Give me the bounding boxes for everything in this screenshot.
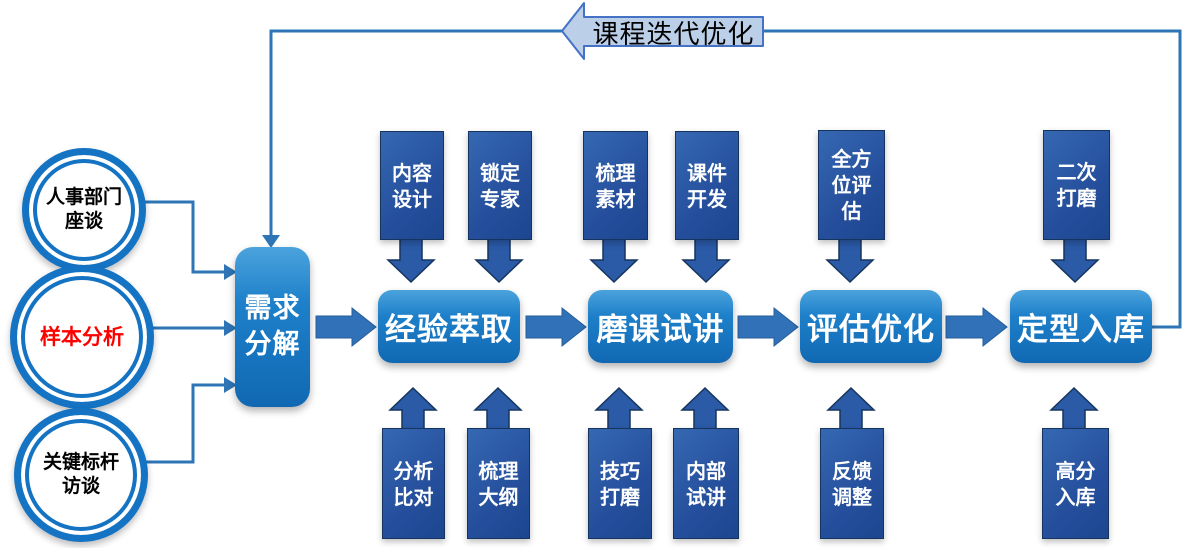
down-flow-arrow-organize-materials-icon xyxy=(589,235,639,284)
substep-label-line: 打磨 xyxy=(600,484,640,509)
down-flow-arrow-lock-experts-icon xyxy=(474,235,524,284)
substep-box-internal-trial: 内部 试讲 xyxy=(673,428,739,539)
intake-label-line: 分解 xyxy=(244,329,301,360)
substep-label-line: 调整 xyxy=(832,484,872,509)
stage-label: 经验萃取 xyxy=(385,312,513,348)
down-flow-arrow-content-design-icon xyxy=(386,235,436,284)
substep-label-line: 全方 xyxy=(831,147,872,171)
source-circle-benchmark-interview: 关键标杆 访谈 xyxy=(14,408,148,542)
substep-label-line: 开发 xyxy=(687,186,727,211)
source-label-line: 座谈 xyxy=(64,210,103,232)
flow-block-arrow-intake-to-stage1-icon xyxy=(315,306,377,348)
connector-arrowhead-benchmark-icon xyxy=(224,377,237,393)
stage-label: 磨课试讲 xyxy=(596,312,725,348)
flow-block-arrow-stage2-to-stage3-icon xyxy=(737,306,799,348)
substep-label-line: 设计 xyxy=(392,186,432,211)
substep-box-high-score-archive: 高分 入库 xyxy=(1042,428,1109,539)
up-flow-arrow-outline-organization-icon xyxy=(473,386,523,431)
up-flow-arrow-internal-trial-icon xyxy=(680,386,730,431)
substep-box-second-polish: 二次 打磨 xyxy=(1043,130,1110,240)
stage-box-evaluation-optimization: 评估优化 xyxy=(800,290,942,363)
down-flow-arrow-second-polish-icon xyxy=(1050,235,1100,284)
source-label-line: 人事部门 xyxy=(45,186,122,209)
intake-label-line: 需求 xyxy=(244,292,301,324)
substep-label-line: 内容 xyxy=(392,160,432,185)
down-flow-arrow-courseware-development-icon xyxy=(681,235,731,284)
feedback-arrow-label: 课程迭代优化 xyxy=(592,19,755,50)
stage-label: 定型入库 xyxy=(1017,312,1145,348)
source-label-line: 样本分析 xyxy=(40,324,124,349)
substep-label-line: 专家 xyxy=(480,186,520,211)
substep-box-courseware-development: 课件 开发 xyxy=(675,131,739,240)
substep-box-content-design: 内容 设计 xyxy=(380,131,444,240)
stage-box-finalize-archive: 定型入库 xyxy=(1010,290,1152,363)
feedback-loop-line xyxy=(269,29,1182,329)
feedback-down-arrowhead-icon xyxy=(262,235,280,248)
substep-label-line: 分析 xyxy=(393,458,434,483)
substep-box-outline-organization: 梳理 大纲 xyxy=(467,428,530,539)
flow-block-arrow-stage1-to-stage2-icon xyxy=(525,306,587,348)
substep-label-line: 课件 xyxy=(687,160,727,185)
substep-label-line: 入库 xyxy=(1055,484,1096,509)
substep-label-line: 试讲 xyxy=(686,484,726,509)
substep-box-organize-materials: 梳理 素材 xyxy=(583,131,648,240)
substep-label-line: 大纲 xyxy=(478,484,519,509)
up-flow-arrow-analysis-comparison-icon xyxy=(388,386,438,431)
down-flow-arrow-comprehensive-evaluation-icon xyxy=(825,235,875,284)
connector-line-hr-interview xyxy=(137,200,226,274)
stage-label: 评估优化 xyxy=(807,312,935,348)
substep-label-line: 梳理 xyxy=(478,458,519,483)
source-circle-sample-analysis: 样本分析 xyxy=(10,265,154,409)
substep-label-line: 梳理 xyxy=(595,160,636,185)
source-circle-hr-interview: 人事部门 座谈 xyxy=(22,148,146,272)
source-label-line: 关键标杆 xyxy=(42,451,119,474)
substep-label-line: 高分 xyxy=(1055,458,1096,483)
stage-box-experience-extraction: 经验萃取 xyxy=(378,290,520,363)
substep-label-line: 锁定 xyxy=(480,160,520,185)
substep-label-line: 位评 xyxy=(831,173,872,197)
substep-label-line: 反馈 xyxy=(832,458,872,483)
substep-box-comprehensive-evaluation: 全方 位评 估 xyxy=(818,130,885,240)
substep-box-feedback-adjustment: 反馈 调整 xyxy=(820,428,884,539)
connector-arrowhead-sample-icon xyxy=(224,320,237,336)
connector-arrowhead-hr-icon xyxy=(224,264,237,280)
up-flow-arrow-high-score-archive-icon xyxy=(1049,386,1099,431)
iteration-left-arrow-shape xyxy=(561,2,764,60)
source-label-line: 访谈 xyxy=(61,475,100,497)
connector-line-benchmark-interview xyxy=(140,383,226,464)
substep-label-line: 二次 xyxy=(1056,160,1097,184)
substep-label-line: 内部 xyxy=(686,458,726,483)
substep-label-line: 估 xyxy=(841,199,862,223)
substep-box-lock-experts: 锁定 专家 xyxy=(468,131,532,240)
up-flow-arrow-skill-polish-icon xyxy=(594,386,644,431)
substep-label-line: 素材 xyxy=(595,186,636,211)
substep-box-analysis-comparison: 分析 比对 xyxy=(382,428,445,539)
substep-label-line: 比对 xyxy=(393,484,434,509)
stage-box-trial-teaching: 磨课试讲 xyxy=(588,290,733,363)
intake-box-demand-decomposition: 需求 分解 xyxy=(235,247,310,407)
up-flow-arrow-feedback-adjustment-icon xyxy=(826,386,876,431)
substep-label-line: 打磨 xyxy=(1056,186,1097,210)
substep-label-line: 技巧 xyxy=(600,458,640,483)
flow-block-arrow-stage3-to-stage4-icon xyxy=(945,306,1008,348)
substep-box-skill-polish: 技巧 打磨 xyxy=(588,428,652,539)
